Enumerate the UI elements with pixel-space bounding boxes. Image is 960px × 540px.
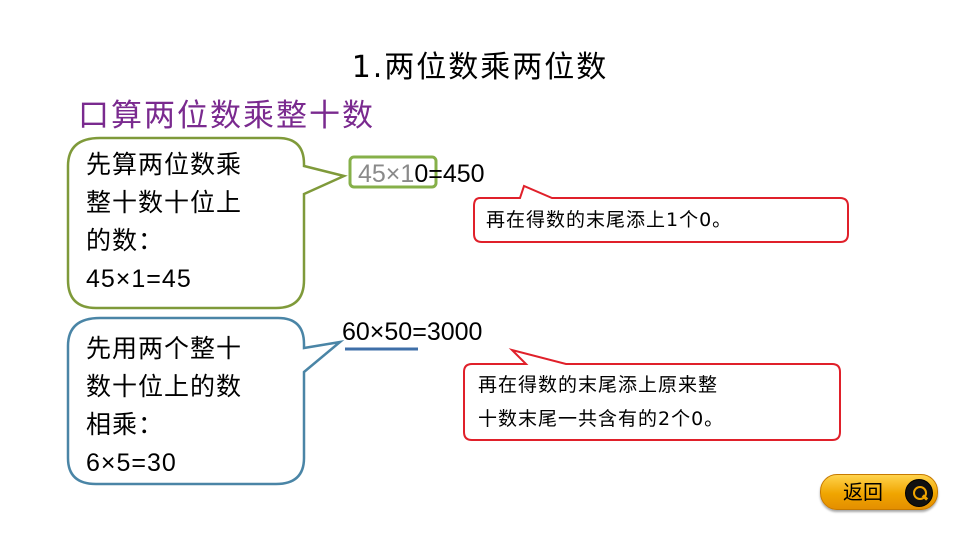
bubble-bottom-line: 相乘： xyxy=(86,410,165,439)
bubble-top-shape xyxy=(66,136,348,310)
note-bottom: 再在得数的末尾添上原来整 十数末尾一共含有的2个0。 xyxy=(478,368,724,436)
note-bottom-line: 再在得数的末尾添上原来整 xyxy=(478,374,719,396)
bubble-top-line: 整十数十位上 xyxy=(86,188,243,217)
bubble-bottom-shape xyxy=(66,316,345,486)
bubble-top-line: 先算两位数乘 xyxy=(86,150,243,179)
bubble-top-text: 先算两位数乘 整十数十位上 的数： 45×1=45 xyxy=(86,146,242,298)
section-subtitle: 口算两位数乘整十数 xyxy=(78,98,375,134)
note-bottom-shape xyxy=(463,348,841,441)
back-button[interactable]: 返回 xyxy=(820,474,938,510)
note-top-shape xyxy=(473,184,849,243)
equation-top-highlight: 45×1 xyxy=(358,160,415,188)
page-title: 1.两位数乘两位数 xyxy=(351,50,609,85)
bubble-bottom-text: 先用两个整十 数十位上的数 相乘： 6×5=30 xyxy=(86,330,242,482)
highlight-box xyxy=(348,155,438,189)
bubble-bottom-line: 先用两个整十 xyxy=(86,334,243,363)
note-top: 再在得数的末尾添上1个0。 xyxy=(486,209,733,231)
note-bottom-line: 十数末尾一共含有的2个0。 xyxy=(478,408,725,430)
equation-top: 45×10=450 xyxy=(358,158,485,190)
equation-bottom: 60×50=3000 xyxy=(342,318,483,346)
bubble-top-line: 的数： xyxy=(86,226,165,255)
bubble-top-line: 45×1=45 xyxy=(86,265,192,293)
back-button-label: 返回 xyxy=(843,480,883,504)
bubble-bottom-line: 6×5=30 xyxy=(86,449,177,477)
magnifier-icon xyxy=(905,479,933,507)
bubble-bottom-line: 数十位上的数 xyxy=(86,372,243,401)
equation-top-rest: 0=450 xyxy=(414,160,485,188)
